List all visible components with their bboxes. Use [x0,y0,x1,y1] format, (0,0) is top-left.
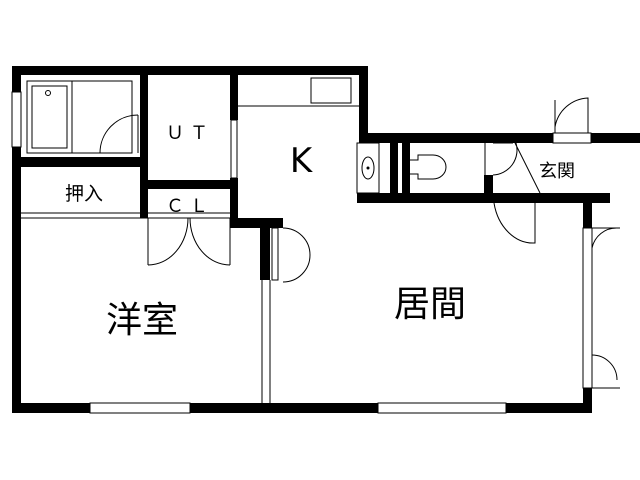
washbasin [361,156,375,180]
fixtures [21,77,620,403]
room-label-oshiire: 押入 [65,183,103,205]
kitchen-sink [310,77,352,104]
walls [12,66,640,413]
room-label-western-room: 洋室 [106,300,178,341]
room-label-kitchen: K [290,141,314,181]
bathtub [26,80,73,154]
room-label-entrance: 玄関 [539,161,575,182]
toilet [410,154,447,180]
room-label-living: 居間 [394,284,466,325]
windows [11,91,593,414]
room-label-ut: ＵＴ [166,123,214,144]
room-label-closet: ＣＬ [166,196,214,217]
